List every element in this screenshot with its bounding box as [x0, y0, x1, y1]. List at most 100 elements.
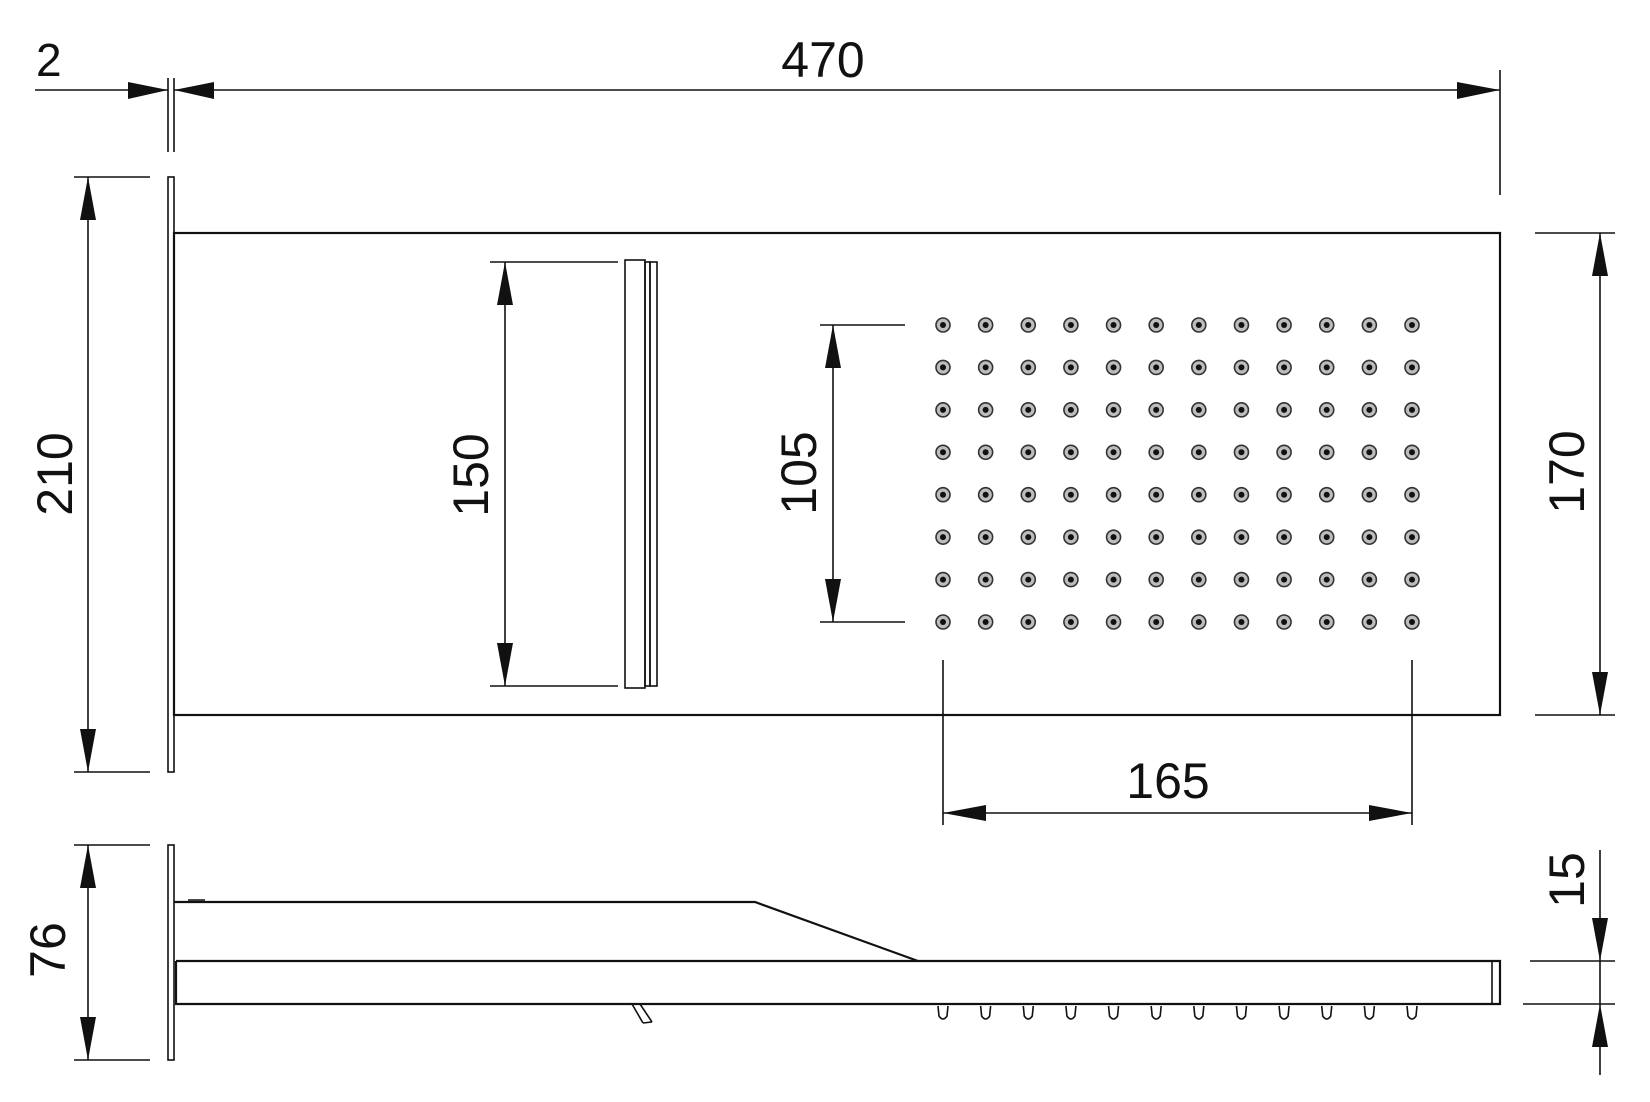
side-view: 76 15	[20, 844, 1615, 1075]
nozzle-center-icon	[1238, 534, 1245, 541]
side-nozzle-icon	[1363, 1005, 1376, 1020]
shower-head-outline	[172, 231, 1502, 717]
side-nozzle-icon	[979, 1005, 992, 1020]
nozzle-center-icon	[1409, 322, 1415, 328]
nozzle-center-icon	[1153, 534, 1160, 541]
nozzle-center-icon	[1025, 576, 1032, 583]
nozzle-center-icon	[1238, 406, 1245, 413]
nozzle-center-icon	[1110, 491, 1117, 498]
nozzle-center-icon	[1323, 406, 1330, 413]
nozzle-center-icon	[1110, 619, 1117, 625]
nozzle-center-icon	[1238, 619, 1245, 625]
nozzle-center-icon	[982, 576, 989, 583]
nozzle-center-icon	[1323, 322, 1330, 328]
side-nozzle-icon	[1107, 1005, 1120, 1020]
nozzle-center-icon	[1366, 619, 1373, 625]
nozzle-center-icon	[982, 406, 989, 413]
nozzle-center-icon	[1195, 322, 1202, 328]
nozzle-center-icon	[982, 449, 989, 456]
nozzle-center-icon	[1281, 449, 1288, 456]
nozzle-center-icon	[1153, 619, 1160, 625]
nozzle-center-icon	[1409, 491, 1415, 498]
nozzle-center-icon	[1195, 406, 1202, 413]
nozzle-center-icon	[1195, 364, 1202, 371]
nozzle-center-icon	[1025, 619, 1032, 625]
label-nozzle-field-width: 165	[1126, 753, 1209, 809]
nozzle-center-icon	[1067, 322, 1074, 328]
side-nozzle-icon	[1150, 1005, 1162, 1020]
nozzle-center-icon	[1366, 449, 1373, 456]
nozzle-center-icon	[1110, 406, 1117, 413]
nozzle-center-icon	[1366, 576, 1373, 583]
nozzle-center-icon	[1153, 491, 1160, 498]
nozzle-center-icon	[1067, 449, 1074, 456]
side-nozzle-icon	[1278, 1005, 1290, 1020]
nozzle-center-icon	[982, 619, 989, 625]
nozzle-center-icon	[982, 491, 989, 498]
nozzle-center-icon	[1323, 364, 1330, 371]
nozzle-center-icon	[982, 364, 989, 371]
nozzle-center-icon	[1409, 449, 1415, 456]
nozzle-center-icon	[1067, 364, 1074, 371]
nozzle-center-icon	[1195, 576, 1202, 583]
nozzle-center-icon	[1025, 322, 1032, 328]
nozzle-center-icon	[1409, 576, 1415, 583]
nozzle-center-icon	[1110, 576, 1117, 583]
nozzle-center-icon	[1195, 491, 1202, 498]
nozzle-center-icon	[1067, 534, 1074, 541]
nozzle-center-icon	[1409, 619, 1415, 625]
nozzle-center-icon	[982, 534, 989, 541]
dimension-head-thickness: 15	[1523, 850, 1615, 1075]
nozzle-center-icon	[1366, 406, 1373, 413]
dimension-head-width: 170	[1535, 232, 1615, 716]
nozzle-center-icon	[1281, 406, 1288, 413]
nozzle-center-icon	[940, 406, 946, 413]
nozzle-center-icon	[1238, 364, 1245, 371]
nozzle-center-icon	[940, 619, 946, 625]
side-nozzle-icon	[937, 1005, 949, 1020]
dimension-plate-height: 210	[27, 176, 150, 773]
nozzle-center-icon	[1110, 449, 1117, 456]
nozzle-center-icon	[1238, 449, 1245, 456]
side-nozzle-row	[937, 1005, 1418, 1020]
nozzle-center-icon	[1025, 534, 1032, 541]
side-nozzle-icon	[1406, 1005, 1418, 1020]
dimension-waterfall-height: 150	[443, 261, 618, 687]
nozzle-center-icon	[1195, 449, 1202, 456]
dimension-plate-thickness: 2	[35, 34, 214, 152]
nozzle-center-icon	[1366, 364, 1373, 371]
nozzle-center-icon	[940, 449, 946, 456]
nozzle-center-icon	[940, 576, 946, 583]
nozzle-center-icon	[1110, 534, 1117, 541]
label-head-thickness: 15	[1539, 852, 1595, 908]
nozzle-center-icon	[1067, 491, 1074, 498]
label-plate-thickness: 2	[36, 34, 62, 86]
nozzle-center-icon	[1323, 619, 1330, 625]
nozzle-center-icon	[1025, 406, 1032, 413]
nozzle-center-icon	[1025, 449, 1032, 456]
nozzle-center-icon	[940, 491, 946, 498]
nozzle-center-icon	[1067, 619, 1074, 625]
nozzle-center-icon	[1238, 491, 1245, 498]
dimension-projection-height: 76	[20, 844, 150, 1061]
nozzle-center-icon	[1153, 364, 1160, 371]
dimension-nozzle-field-width: 165	[942, 660, 1413, 825]
nozzle-center-icon	[1323, 491, 1330, 498]
side-nozzle-icon	[1022, 1005, 1035, 1020]
nozzle-center-icon	[1409, 406, 1415, 413]
nozzle-center-icon	[1323, 534, 1330, 541]
nozzle-center-icon	[982, 322, 989, 328]
nozzle-center-icon	[1281, 619, 1288, 625]
label-nozzle-field-height: 105	[771, 431, 827, 514]
nozzle-center-icon	[1153, 576, 1160, 583]
nozzle-center-icon	[1281, 534, 1288, 541]
nozzle-center-icon	[1281, 364, 1288, 371]
nozzle-center-icon	[1281, 576, 1288, 583]
nozzle-center-icon	[1025, 364, 1032, 371]
nozzle-center-icon	[1025, 491, 1032, 498]
label-projection-height: 76	[20, 922, 76, 978]
nozzle-center-icon	[1195, 534, 1202, 541]
side-nozzle-icon	[1235, 1005, 1248, 1020]
